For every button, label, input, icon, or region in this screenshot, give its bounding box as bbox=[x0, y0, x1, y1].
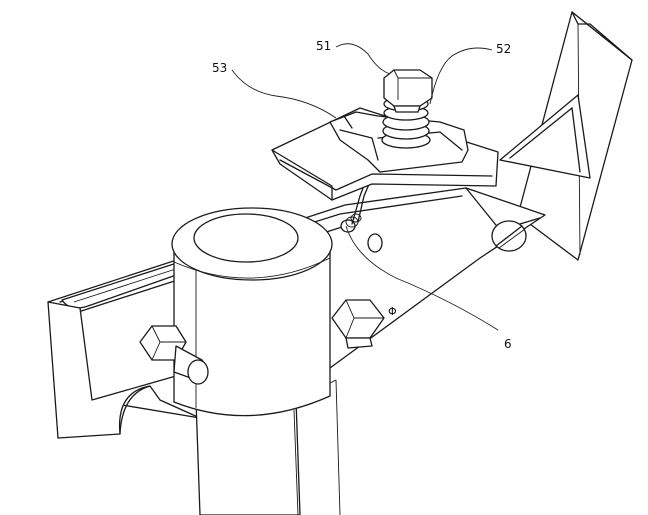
right-hex-bolt bbox=[331, 299, 385, 349]
clamp-collar bbox=[171, 207, 333, 417]
leader-lines bbox=[231, 43, 499, 331]
leader-6 bbox=[345, 225, 499, 331]
spring-bolt bbox=[383, 69, 433, 113]
label-6: 6 bbox=[504, 337, 512, 351]
pole bbox=[195, 379, 341, 515]
label-53: 53 bbox=[212, 61, 227, 75]
label-51: 51 bbox=[316, 39, 331, 53]
leader-51 bbox=[335, 43, 391, 75]
leader-53 bbox=[231, 69, 337, 119]
label-52: 52 bbox=[496, 42, 511, 56]
arm-hole bbox=[367, 233, 383, 253]
gusset bbox=[499, 94, 591, 179]
bolt-mark: Φ bbox=[388, 305, 397, 318]
leader-52 bbox=[429, 47, 493, 105]
slotted-screw bbox=[491, 220, 527, 252]
left-hex-bolt bbox=[139, 325, 209, 385]
